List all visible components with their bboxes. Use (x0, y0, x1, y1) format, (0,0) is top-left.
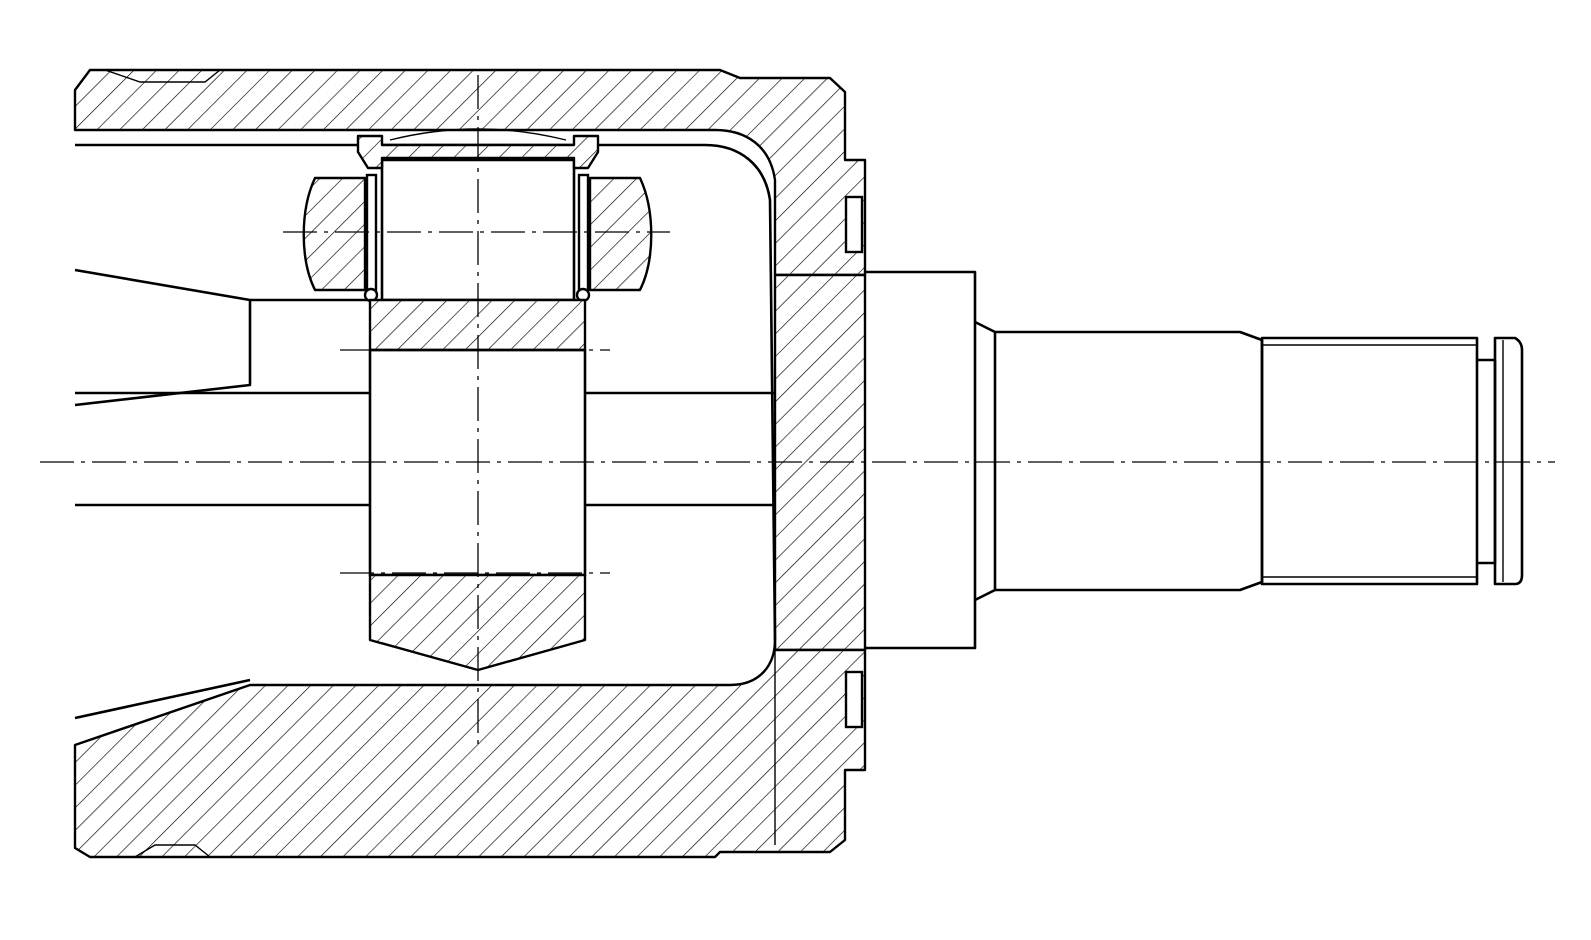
shaft-end (1493, 336, 1524, 586)
housing-end-slot-bottom (844, 670, 864, 729)
housing-outer-notch-top (104, 69, 221, 83)
housing-top-wall (73, 68, 867, 277)
spider-upper-taper (74, 268, 252, 407)
roller-left-section (302, 176, 367, 292)
shaft-spline (1260, 336, 1479, 586)
housing-end-slot-top (844, 195, 864, 254)
housing (73, 68, 867, 859)
needle-bearing-left (365, 173, 378, 294)
tripod-spider-body (74, 268, 775, 720)
housing-inner-bore-top (75, 143, 777, 641)
shaft-neck (974, 320, 997, 602)
stub-shaft (865, 270, 1524, 650)
center-lines (40, 75, 1555, 845)
housing-bottom-wall (73, 638, 867, 859)
shaft-body (995, 330, 1264, 592)
housing-outer-notch-bottom (134, 844, 211, 858)
needle-bearing-right (577, 173, 590, 294)
shaft-flange (865, 270, 977, 650)
spider-lower-taper (74, 678, 251, 720)
roller-right-section (588, 176, 653, 292)
